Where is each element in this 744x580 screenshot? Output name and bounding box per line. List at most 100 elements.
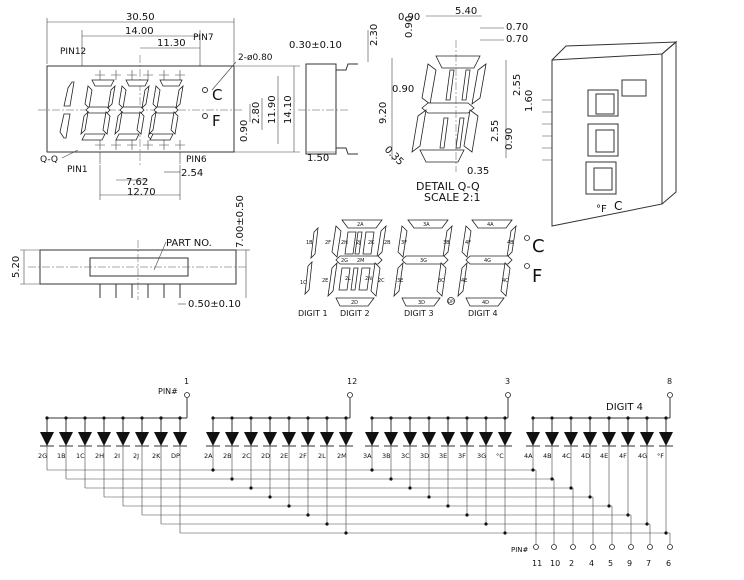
junction-dot xyxy=(178,416,182,420)
junction-dot xyxy=(531,416,535,420)
common-pin-1 xyxy=(184,392,190,398)
segment-label-2c: 2C xyxy=(242,452,251,460)
dim-detail-bottom: 0.35 xyxy=(467,166,489,177)
wire-junction xyxy=(427,495,431,499)
segment-label-4f: 4F xyxy=(619,452,627,460)
segment-label-3f: 3F xyxy=(458,452,466,460)
seg-3d: 3D xyxy=(418,300,425,306)
dim-detail-left-a: 0.90 xyxy=(404,16,415,38)
junction-dot xyxy=(465,416,469,420)
bottom-pin-label: 6 xyxy=(666,559,671,568)
diode-3b xyxy=(384,432,398,446)
label-pin12: PIN12 xyxy=(60,47,86,57)
part-number-label: PART NO. xyxy=(166,238,212,249)
bottom-pin-7 xyxy=(647,544,653,550)
segment-label-2a: 2A xyxy=(204,452,213,460)
segment-label-2b: 2B xyxy=(223,452,232,460)
diode-°c xyxy=(498,432,512,446)
segment-label-4a: 4A xyxy=(524,452,533,460)
common-pin-label: 1 xyxy=(184,377,189,386)
segment-label-°f: °F xyxy=(657,452,664,460)
bottom-pin-5 xyxy=(609,544,615,550)
seg-4b: 4B xyxy=(507,240,514,246)
dim-foot: 1.50 xyxy=(307,153,329,164)
seg-2d: 2D xyxy=(351,300,358,306)
digit-1-label: DIGIT 1 xyxy=(298,309,328,318)
diode-2a xyxy=(206,432,220,446)
diode-2k xyxy=(154,432,168,446)
seg-1c: 1C xyxy=(300,280,307,286)
front-view: 30.50 14.00 11.30 PIN12 PIN7 2-ø0.80 xyxy=(38,12,300,200)
dim-pin-span-b: 12.70 xyxy=(127,187,156,198)
diode-2e xyxy=(282,432,296,446)
iso-view: °F C xyxy=(542,40,678,227)
segment-label-2m: 2M xyxy=(337,452,347,460)
dim-detail-slant: 0.35 xyxy=(382,144,406,168)
bottom-pin-2 xyxy=(570,544,576,550)
seg-3g: 3G xyxy=(420,258,427,264)
wire-junction xyxy=(389,477,393,481)
dim-detail-left-b: 0.90 xyxy=(392,84,414,95)
junction-dot xyxy=(408,416,412,420)
digit-2-label: DIGIT 2 xyxy=(340,309,370,318)
diode-4g xyxy=(640,432,654,446)
bottom-pin-label: 9 xyxy=(627,559,632,568)
fahrenheit-glyph: F xyxy=(212,112,221,130)
segment-label-4c: 4C xyxy=(562,452,571,460)
wire-junction xyxy=(607,504,611,508)
side-view: 0.30±0.10 2.30 1.50 xyxy=(289,24,380,164)
dim-detail-r-d: 0.90 xyxy=(504,128,515,150)
diode-4e xyxy=(602,432,616,446)
bottom-pin-label: 4 xyxy=(589,559,594,568)
seg-dp: DP xyxy=(448,299,454,304)
segment-label-4e: 4E xyxy=(600,452,608,460)
dim-thickness: 0.30±0.10 xyxy=(289,40,342,51)
junction-dot xyxy=(64,416,68,420)
label-pin6: PIN6 xyxy=(186,155,207,165)
bottom-pin-label: 10 xyxy=(550,559,560,568)
seg-3b: 3B xyxy=(443,240,450,246)
diode-1c xyxy=(78,432,92,446)
common-pin-label: 8 xyxy=(667,377,672,386)
wire-junction xyxy=(626,513,630,517)
seg-2f: 2F xyxy=(325,240,331,246)
junction-dot xyxy=(45,416,49,420)
dim-280: 2.80 xyxy=(251,102,262,124)
seg-2c: 2C xyxy=(378,278,385,284)
segment-label-2j: 2J xyxy=(133,452,139,460)
junction-dot xyxy=(287,416,291,420)
wire-junction xyxy=(588,495,592,499)
common-pin-12 xyxy=(347,392,353,398)
schematic-pin-hash-top: PIN# xyxy=(158,387,178,396)
wire-junction xyxy=(569,486,573,490)
seg-3f: 3F xyxy=(401,240,407,246)
seg-3a: 3A xyxy=(423,222,430,228)
label-pin1: PIN1 xyxy=(67,165,88,175)
dim-090: 0.90 xyxy=(239,120,250,142)
detail-title: DETAIL Q-Q xyxy=(416,180,480,193)
seg-2g: 2G xyxy=(341,258,348,264)
segment-label-2d: 2D xyxy=(261,452,270,460)
junction-dot xyxy=(83,416,87,420)
segment-label-2h: 2H xyxy=(95,452,104,460)
wire-junction xyxy=(370,468,374,472)
common-pin-label: 3 xyxy=(505,377,510,386)
dim-detail-r-b: 1.60 xyxy=(524,90,535,112)
dim-lead-width: 0.50±0.10 xyxy=(188,299,241,310)
bottom-pin-4 xyxy=(590,544,596,550)
bottom-pin-10 xyxy=(551,544,557,550)
dim-pin-pitch: 2.54 xyxy=(181,168,203,179)
dim-side-height: 2.30 xyxy=(369,24,380,46)
bottom-pin-9 xyxy=(628,544,634,550)
wire-junction xyxy=(306,513,310,517)
seg-2e: 2E xyxy=(322,278,328,284)
schematic-pin-hash-bottom: PIN# xyxy=(511,546,529,554)
diode-°f xyxy=(659,432,673,446)
seg-2b: 2B xyxy=(384,240,391,246)
wire-junction xyxy=(325,522,329,526)
wire-junction xyxy=(531,468,535,472)
segment-label-3a: 3A xyxy=(363,452,372,460)
segment-label-4g: 4G xyxy=(638,452,647,460)
